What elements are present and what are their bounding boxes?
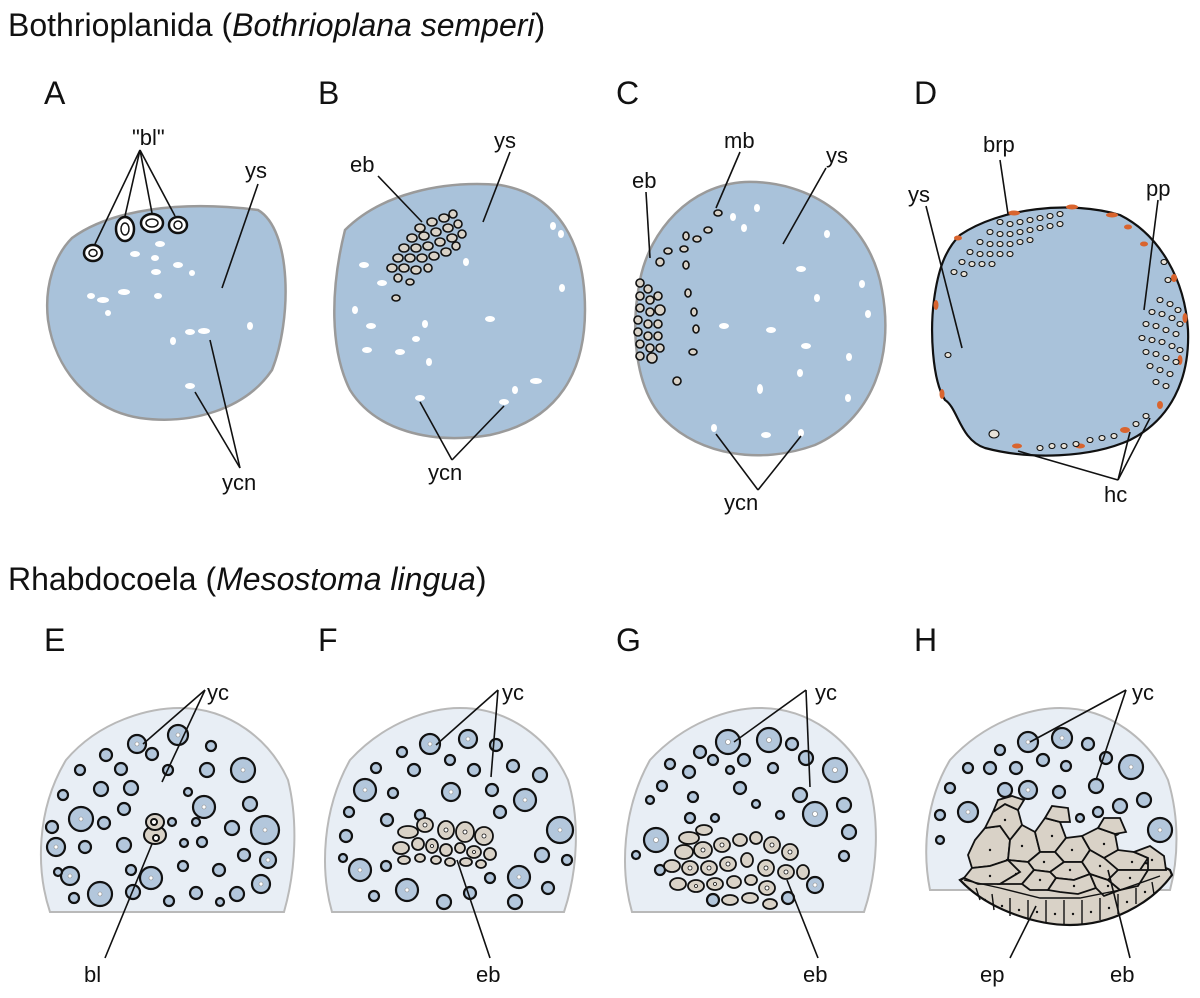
embryo-outline-b [333,182,587,440]
embryo-outline-c [634,180,887,457]
label-pp-d: pp [1146,176,1170,201]
embryonic-cell-nuclei-f [422,822,487,854]
panel-h: yc ep eb [925,680,1178,987]
yolk-nuclei-a [87,241,253,389]
leader-lines-e [104,689,206,959]
label-yc-g: yc [815,680,837,705]
label-ycn-b: ycn [428,460,462,485]
leader-lines-a [94,149,259,469]
embryonic-cells-g [663,824,810,910]
embryonic-cell-nuclei-g [687,842,793,891]
label-bl-a: "bl" [132,125,165,150]
leader-lines-g [733,689,819,959]
leader-lines-f [435,689,499,959]
leader-lines-b [377,151,511,461]
embryonic-cells-h [962,795,1168,898]
panel-letter-e: E [44,622,65,658]
blastomeres-a [82,212,189,263]
embryonic-cell-cluster-c [633,278,666,364]
section-title-rhabdocoela: Rhabdocoela (Mesostoma lingua) [8,561,486,597]
label-eb-c: eb [632,168,656,193]
embryonic-cell-cluster-b [386,209,467,302]
epidermis-cell-walls-h [963,875,1161,925]
micromeres-c [655,209,723,386]
label-ys-b: ys [494,128,516,153]
blastomere-e [143,813,167,845]
panel-a: "bl" ys ycn [45,125,287,495]
label-ys-c: ys [826,143,848,168]
yolk-nuclei-c [711,204,871,438]
cell-clusters-d [944,210,1184,452]
label-ycn-a: ycn [222,470,256,495]
yolk-cell-nuclei-f [357,736,563,893]
panel-letter-b: B [318,75,339,111]
yolk-cell-nuclei-g [653,737,838,888]
panel-g: yc eb [624,680,877,987]
panel-letter-f: F [318,622,338,658]
leader-lines-h [1009,689,1131,959]
panel-c: eb mb ys ycn [632,128,887,515]
label-eb-b: eb [350,152,374,177]
yolk-cell-nuclei-h [965,735,1163,833]
label-ep-h: ep [980,962,1004,987]
yolk-nuclei-b [352,222,565,405]
cell-nuclei-dots-h [983,818,1154,916]
panel-letter-g: G [616,622,641,658]
label-hc-d: hc [1104,482,1127,507]
panel-letter-a: A [44,75,66,111]
yolk-cells-e [44,723,281,908]
label-ys-d: ys [908,182,930,207]
panel-b: eb ys ycn [333,128,587,485]
label-brp-d: brp [983,132,1015,157]
section-title-bothrioplanida: Bothrioplanida (Bothrioplana semperi) [8,7,545,43]
panel-letter-d: D [914,75,937,111]
panel-d: ys brp pp hc [908,132,1190,507]
embryo-outline-d [931,206,1190,457]
label-yc-f: yc [502,680,524,705]
leader-lines-c [645,151,827,491]
label-ycn-c: ycn [724,490,758,515]
label-eb-f: eb [476,962,500,987]
embryo-outline-a [45,204,287,421]
label-mb-c: mb [724,128,755,153]
label-bl-e: bl [84,962,101,987]
yolk-cells-f [337,728,575,911]
panel-letter-c: C [616,75,639,111]
yolk-cell-nuclei-e [53,732,271,897]
panel-e: yc bl [39,680,296,987]
label-yc-h: yc [1132,680,1154,705]
yolk-cells-h [933,726,1174,846]
panel-f: yc eb [324,680,577,987]
panel-letter-h: H [914,622,937,658]
label-ys-a: ys [245,158,267,183]
hull-cells-d [933,204,1188,449]
label-eb-g: eb [803,962,827,987]
leader-lines-d [925,159,1159,481]
label-yc-e: yc [207,680,229,705]
label-eb-h: eb [1110,962,1134,987]
